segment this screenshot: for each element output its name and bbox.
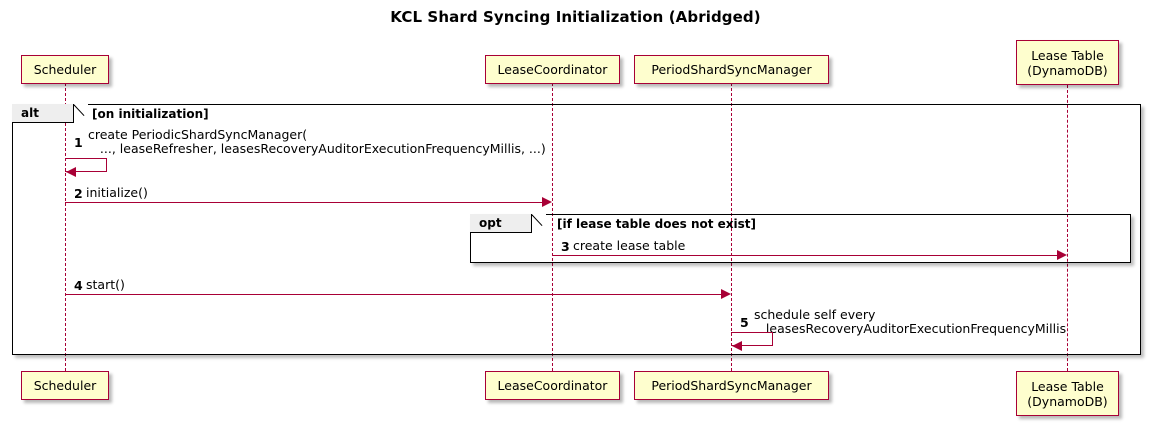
message-2-label: initialize()	[86, 185, 148, 200]
fragment-alt-operator: alt	[12, 104, 74, 123]
message-5-number: 5	[740, 315, 749, 330]
message-2-line	[65, 202, 542, 203]
participant-lease-coordinator-top[interactable]: LeaseCoordinator	[485, 55, 620, 84]
fragment-opt-notch	[532, 214, 546, 233]
message-1-self-call-arrow	[65, 158, 107, 172]
message-3-number: 3	[561, 239, 570, 254]
participant-label: LeaseCoordinator	[497, 378, 608, 393]
participant-period-shard-sync-manager-bottom[interactable]: PeriodShardSyncManager	[634, 371, 829, 400]
participant-period-shard-sync-manager-top[interactable]: PeriodShardSyncManager	[634, 55, 829, 84]
message-2-number: 2	[74, 186, 83, 201]
fragment-alt-guard: [on initialization]	[92, 107, 209, 121]
lifeline-period-shard-sync-manager	[731, 83, 732, 371]
fragment-opt-guard: [if lease table does not exist]	[557, 217, 757, 231]
participant-label-line1: Lease Table	[1031, 47, 1104, 63]
participant-scheduler-bottom[interactable]: Scheduler	[21, 371, 109, 400]
participant-lease-coordinator-bottom[interactable]: LeaseCoordinator	[485, 371, 620, 400]
participant-label-line2: (DynamoDB)	[1027, 393, 1108, 409]
participant-scheduler-top[interactable]: Scheduler	[21, 55, 109, 84]
fragment-opt	[470, 214, 1131, 263]
participant-label: PeriodShardSyncManager	[651, 378, 812, 393]
fragment-alt	[12, 104, 1141, 355]
participant-label: Scheduler	[33, 62, 97, 77]
message-5-self-call-arrow	[731, 332, 773, 346]
fragment-opt-operator: opt	[470, 214, 532, 233]
message-4-label: start()	[86, 277, 125, 292]
message-1-arrow-head	[66, 167, 76, 177]
fragment-alt-notch	[74, 104, 88, 123]
lifeline-scheduler	[65, 83, 66, 371]
participant-label: Scheduler	[33, 378, 97, 393]
participant-label-line1: Lease Table	[1031, 378, 1104, 394]
message-5-arrow-head	[732, 341, 742, 351]
lifeline-lease-coordinator	[552, 83, 553, 371]
fragment-operator-text: alt	[21, 106, 39, 120]
message-2-arrow-head	[542, 197, 552, 207]
participant-label: LeaseCoordinator	[497, 62, 608, 77]
message-5-label-line1: schedule self every	[754, 307, 876, 322]
participant-lease-table-top[interactable]: Lease Table (DynamoDB)	[1016, 40, 1119, 85]
message-1-label-line2: ..., leaseRefresher, leasesRecoveryAudit…	[88, 141, 546, 156]
message-3-line	[553, 255, 1057, 256]
participant-lease-table-bottom[interactable]: Lease Table (DynamoDB)	[1016, 371, 1119, 416]
message-4-number: 4	[74, 278, 83, 293]
message-3-label: create lease table	[573, 238, 686, 253]
participant-label-line2: (DynamoDB)	[1027, 62, 1108, 78]
lifeline-lease-table	[1067, 85, 1068, 371]
fragment-operator-text: opt	[479, 216, 502, 230]
page-title: KCL Shard Syncing Initialization (Abridg…	[390, 8, 761, 26]
message-1-number: 1	[74, 135, 83, 150]
message-5-label-line2: leasesRecoveryAuditorExecutionFrequencyM…	[754, 321, 1067, 336]
message-4-line	[65, 294, 721, 295]
participant-label: PeriodShardSyncManager	[651, 62, 812, 77]
message-4-arrow-head	[721, 289, 731, 299]
message-1-label-line1: create PeriodicShardSyncManager(	[88, 127, 308, 142]
message-3-arrow-head	[1057, 250, 1067, 260]
